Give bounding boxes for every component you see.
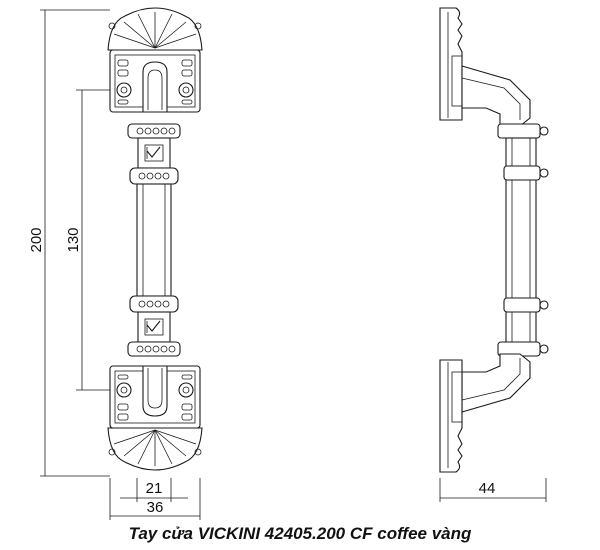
dimension-projection: 44: [439, 478, 547, 502]
dimension-21-label: 21: [146, 480, 163, 497]
grip-bar: [136, 183, 172, 297]
side-top-plate: [439, 7, 463, 121]
top-collar: [127, 123, 181, 139]
dimension-bar-width: 21: [120, 478, 188, 502]
dimension-36-label: 36: [147, 499, 164, 516]
bottom-base-plate: [109, 365, 201, 429]
bottom-collar: [127, 341, 181, 357]
side-bottom-arm: [461, 353, 531, 413]
side-upper-collar: [497, 123, 549, 139]
side-view: [439, 7, 549, 473]
top-fan-ornament: [107, 7, 203, 51]
top-base-plate: [109, 49, 201, 113]
side-grip-bar: [503, 137, 549, 347]
side-bottom-plate: [439, 359, 463, 473]
product-caption: Tay cửa VICKINI 42405.200 CF coffee vàng: [128, 524, 472, 543]
dimension-200-label: 200: [28, 227, 45, 252]
side-top-arm: [461, 65, 531, 127]
dimension-44-label: 44: [479, 480, 496, 497]
bottom-logo-block: [137, 311, 171, 343]
bottom-fan-ornament: [107, 427, 203, 471]
dimension-overall-height: 200: [28, 9, 110, 477]
lower-ring: [129, 295, 179, 313]
front-view: [107, 7, 203, 471]
dimension-plate-width: 36: [109, 478, 201, 520]
upper-ring: [129, 167, 179, 185]
dimension-130-label: 130: [65, 227, 82, 252]
top-logo-block: [137, 137, 171, 169]
dimension-hole-spacing: 130: [65, 89, 120, 391]
